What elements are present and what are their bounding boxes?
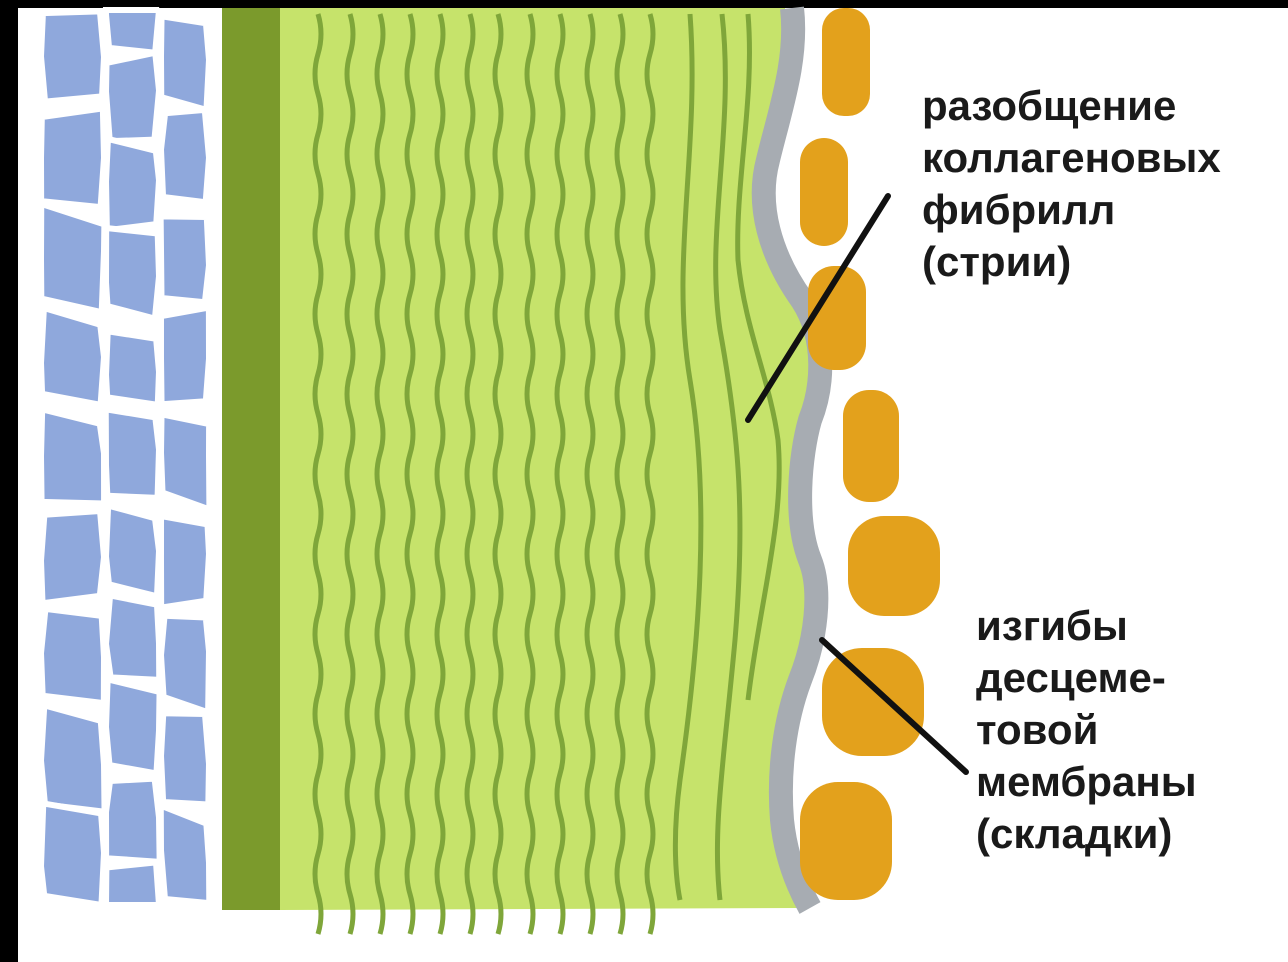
left-frame (0, 0, 18, 962)
epithelial-cell (106, 862, 159, 905)
epithelial-cell (106, 331, 159, 405)
label-line: десцеме- (976, 652, 1197, 704)
label-line: изгибы (976, 600, 1197, 652)
epithelial-cell (161, 414, 209, 509)
epithelial-cell (161, 110, 209, 202)
epithelial-cell (161, 516, 209, 608)
endothelial-cell (822, 8, 870, 116)
endothelial-cell (848, 516, 940, 616)
top-frame (0, 0, 1288, 8)
endothelial-cell (800, 782, 892, 900)
epithelial-cell (41, 609, 104, 703)
epithelial-cell (106, 139, 159, 230)
epithelial-cell (161, 16, 209, 110)
epithelial-cell (41, 11, 104, 101)
label-line: коллагеновых (922, 132, 1221, 184)
stroma-layer (280, 8, 810, 910)
label-line: товой (976, 704, 1197, 756)
epithelial-cell (106, 10, 159, 53)
epithelial-cell (161, 713, 209, 804)
epithelial-cell (41, 409, 104, 503)
label-line: (складки) (976, 808, 1197, 860)
label-line: мембраны (976, 756, 1197, 808)
endothelium-layer (800, 8, 940, 900)
epithelial-cell (41, 705, 105, 811)
epithelial-cell (106, 506, 159, 597)
epithelial-cell (41, 108, 104, 207)
endothelial-cell (800, 138, 848, 246)
epithelial-cell (106, 779, 160, 862)
endothelial-cell (843, 390, 899, 502)
epithelial-cell (161, 616, 209, 713)
endothelial-cell (822, 648, 924, 756)
epithelial-cell (41, 204, 104, 312)
label-descemet-folds: изгибы десцеме- товой мембраны (складки) (976, 600, 1197, 860)
label-line: (стрии) (922, 236, 1221, 288)
epithelial-cell (106, 228, 159, 319)
epithelial-cell (106, 595, 159, 679)
bowman-layer (222, 8, 280, 910)
epithelial-cell (41, 803, 104, 905)
epithelial-cell (106, 53, 159, 142)
epithelial-cell (161, 308, 209, 405)
label-collagen-separation: разобщение коллагеновых фибрилл (стрии) (922, 80, 1221, 288)
label-line: фибрилл (922, 184, 1221, 236)
epithelial-cell (41, 511, 104, 603)
epithelium-layer (40, 8, 210, 908)
epithelial-cell (41, 308, 104, 405)
epithelial-cell (106, 409, 159, 498)
epithelial-cell (161, 216, 209, 302)
epithelial-cell (106, 679, 160, 773)
epithelial-cell (161, 806, 210, 904)
label-line: разобщение (922, 80, 1221, 132)
